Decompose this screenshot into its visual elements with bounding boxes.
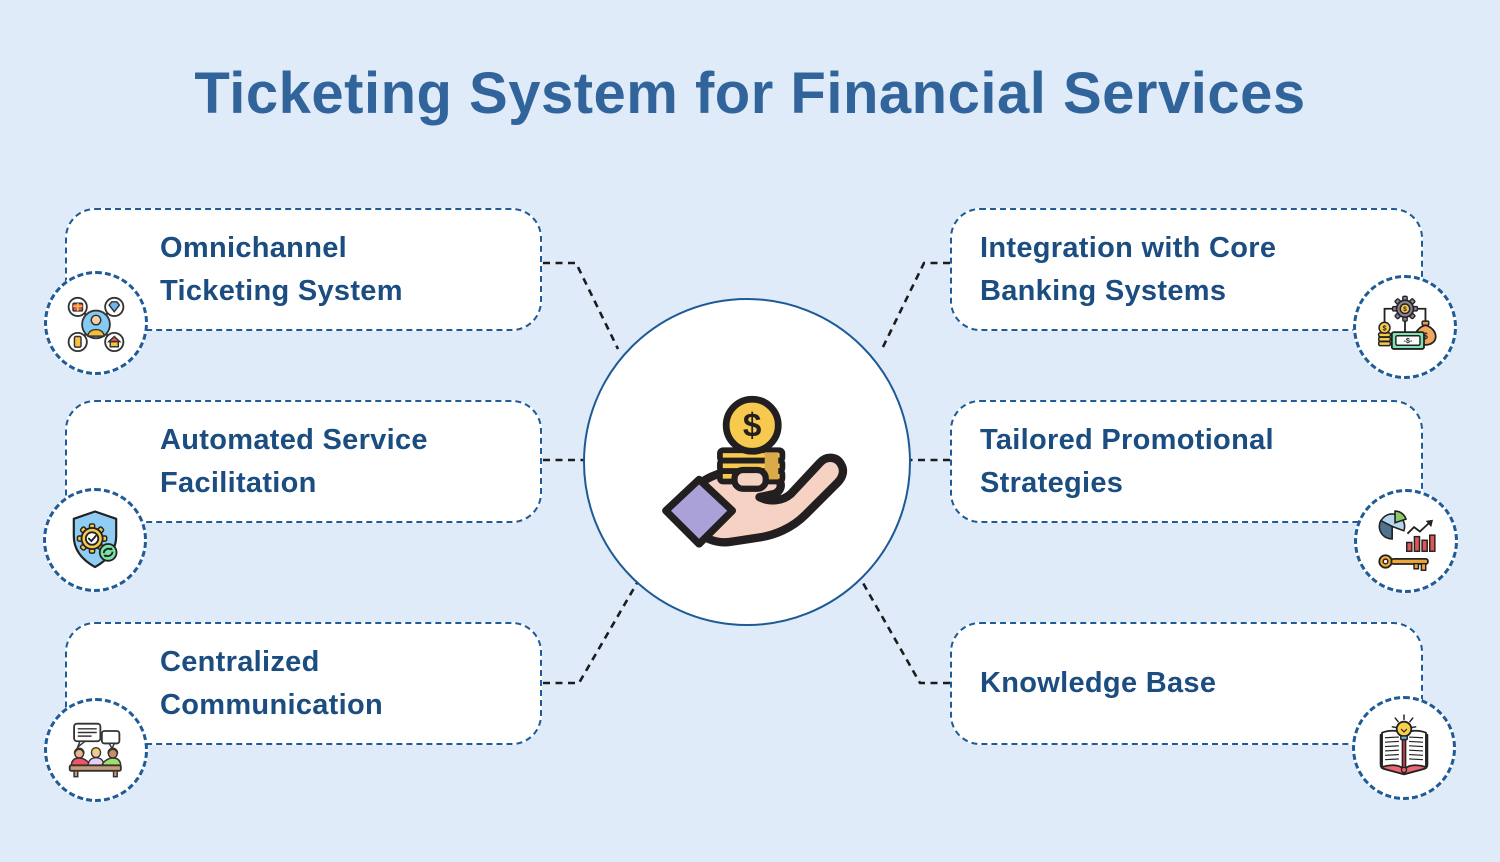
connector-bottom-right [861,582,950,685]
icon-badge-core-banking: $ $ $ -$- [1353,275,1457,379]
svg-text:$: $ [1423,331,1428,341]
automated-service-shield-icon [72,510,118,569]
team-communication-icon [68,722,122,778]
central-hub: $ [583,298,911,626]
svg-text:$: $ [1403,306,1407,313]
card-label: Omnichannel Ticketing System [160,232,403,307]
card-label: Automated Service Facilitation [160,424,428,499]
card-label: Centralized Communication [160,646,384,721]
icon-badge-centralized-communication [44,698,148,802]
promo-analytics-key-icon [1378,510,1436,571]
svg-text:$: $ [1383,323,1387,332]
knowledge-base-book-icon [1379,714,1429,776]
card-tailored-promotional-strategies: Tailored Promotional Strategies [950,400,1423,523]
icon-badge-automated-service [43,488,147,592]
connector-top-left [543,261,620,350]
connector-bottom-left [543,582,639,685]
card-label: Knowledge Base [980,667,1217,700]
connector-top-right [880,261,950,350]
svg-text:$: $ [743,408,762,445]
core-banking-integration-icon: $ $ $ -$- [1377,295,1437,350]
card-integration-core-banking: Integration with Core Banking Systems [950,208,1423,331]
card-label: Integration with Core Banking Systems [980,232,1277,307]
card-automated-service-facilitation: Automated Service Facilitation [65,400,542,523]
card-omnichannel-ticketing-system: Omnichannel Ticketing System [65,208,542,331]
card-centralized-communication: Centralized Communication [65,622,542,745]
omnichannel-network-icon [67,296,125,353]
hand-holding-money-icon: $ [662,395,848,548]
icon-badge-omnichannel [44,271,148,375]
icon-badge-knowledge-base [1352,696,1456,800]
page-title: Ticketing System for Financial Services [194,61,1306,126]
card-label: Tailored Promotional Strategies [980,424,1274,499]
svg-text:-$-: -$- [1403,336,1412,345]
icon-badge-promotional-strategies [1354,489,1458,593]
card-knowledge-base: Knowledge Base [950,622,1423,745]
